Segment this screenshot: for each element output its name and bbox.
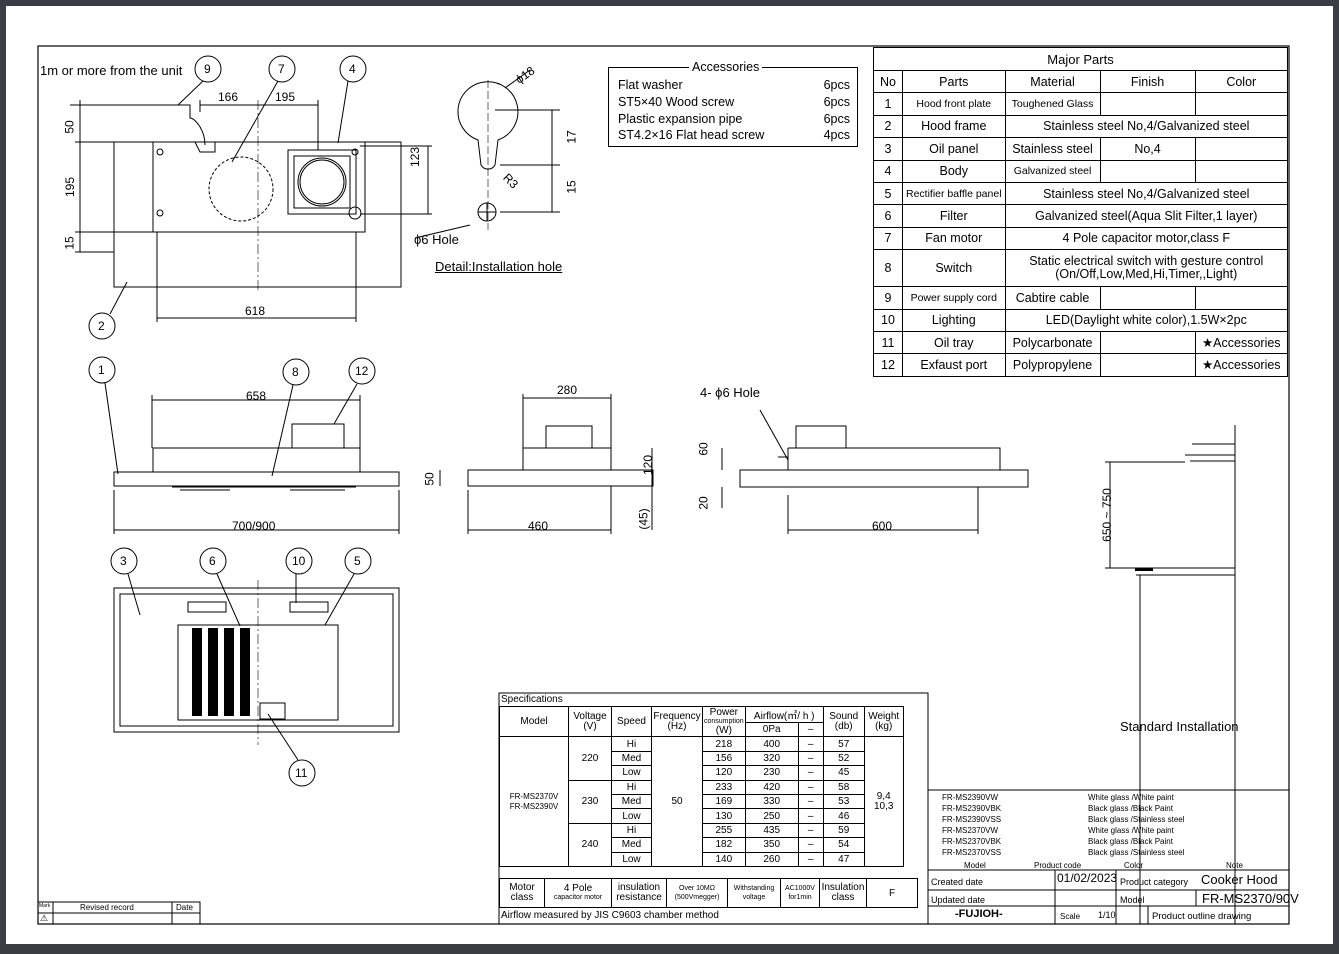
dim-50-side: 50 xyxy=(422,472,437,486)
specifications-table: Model Voltage(V) Speed Frequency(Hz) Pow… xyxy=(499,705,904,867)
col-model: Model xyxy=(964,861,986,870)
dim-17: 17 xyxy=(564,130,579,144)
distance-note: 1m or more from the unit xyxy=(40,63,183,78)
brand-logo: -FUJIOH- xyxy=(955,908,1003,920)
created-label: Created date xyxy=(931,877,984,887)
callout-2: 2 xyxy=(98,319,105,333)
hole-label: ϕ6 Hole xyxy=(414,232,459,247)
model-label: Model xyxy=(1120,895,1145,905)
col-note: Note xyxy=(1226,861,1243,870)
revision-mark: Mark xyxy=(39,903,51,909)
callout-10: 10 xyxy=(292,554,306,568)
dim-650-750: 650 ~ 750 xyxy=(1099,488,1114,542)
dim-45: (45) xyxy=(636,508,651,530)
col-code: Product code xyxy=(1034,861,1082,870)
dim-195-left: 195 xyxy=(63,176,78,198)
dim-166: 166 xyxy=(218,90,239,104)
category: Cooker Hood xyxy=(1201,872,1278,887)
dim-123: 123 xyxy=(408,146,423,168)
callout-11: 11 xyxy=(295,766,308,780)
dim-195-top: 195 xyxy=(275,90,296,104)
dim-20: 20 xyxy=(696,496,711,510)
dim-15: 15 xyxy=(62,236,77,250)
airflow-note: Airflow measured by JIS C9603 chamber me… xyxy=(501,910,719,921)
callout-8: 8 xyxy=(292,365,299,379)
callout-7: 7 xyxy=(278,62,285,76)
specifications-title: Specifications xyxy=(501,694,563,705)
model-number: FR-MS2370/90V xyxy=(1202,891,1299,906)
updated-label: Updated date xyxy=(931,895,986,905)
callout-9: 9 xyxy=(204,62,211,76)
callout-5: 5 xyxy=(354,554,361,568)
scale-value: 1/10 xyxy=(1098,910,1116,920)
callout-4: 4 xyxy=(349,62,356,76)
major-parts-title: Major Parts xyxy=(873,47,1288,71)
drawing-type: Product outline drawing xyxy=(1152,911,1252,922)
callout-12: 12 xyxy=(355,364,369,378)
detail-label: Detail:Installation hole xyxy=(435,259,563,274)
warning-icon: ⚠ xyxy=(40,913,49,923)
dim-60: 60 xyxy=(696,442,711,456)
dim-280: 280 xyxy=(557,383,578,397)
dim-120: 120 xyxy=(641,454,656,476)
hole-label-4: 4- ϕ6 Hole xyxy=(700,385,761,400)
created-date: 01/02/2023 xyxy=(1057,871,1118,885)
dim-658: 658 xyxy=(246,389,267,403)
dim-600: 600 xyxy=(872,519,893,533)
dim-15b: 15 xyxy=(564,180,579,194)
table-header: Model Voltage(V) Speed Frequency(Hz) Pow… xyxy=(499,705,904,738)
callout-3: 3 xyxy=(120,554,127,568)
dim-618: 618 xyxy=(245,304,266,318)
revision-date: Date xyxy=(176,903,193,912)
standard-installation-label: Standard Installation xyxy=(1120,719,1239,734)
scale-label: Scale xyxy=(1060,912,1081,921)
callout-1: 1 xyxy=(98,363,105,377)
accessories-title: Accessories xyxy=(689,60,763,74)
revision-record: Revised record xyxy=(80,903,134,912)
category-label: Product category xyxy=(1120,877,1189,887)
dim-460: 460 xyxy=(528,519,549,533)
dim-700-900: 700/900 xyxy=(232,519,276,533)
dim-50: 50 xyxy=(62,120,77,134)
col-color: Color xyxy=(1124,861,1144,870)
callout-6: 6 xyxy=(209,554,216,568)
